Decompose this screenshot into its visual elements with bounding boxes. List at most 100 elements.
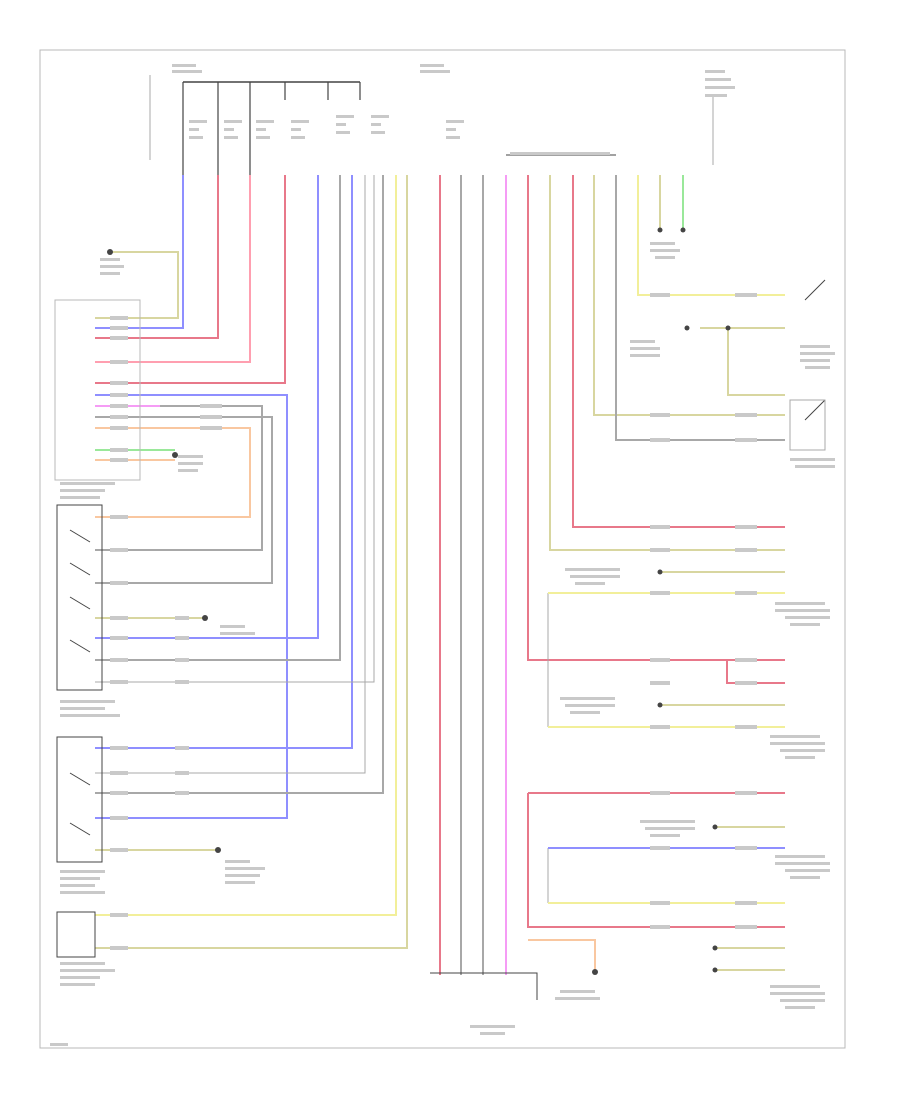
label-text-block xyxy=(178,462,203,465)
wire-grey xyxy=(615,175,785,441)
label-text-block xyxy=(50,1043,68,1046)
splice-dot xyxy=(712,967,718,973)
label-text-block xyxy=(189,128,199,131)
wires xyxy=(95,75,785,1000)
label-text-block xyxy=(371,123,381,126)
label-text-block xyxy=(650,242,675,245)
label-text-block xyxy=(110,946,128,950)
label-text-block xyxy=(790,458,835,461)
label-text-block xyxy=(735,438,757,442)
label-text-block xyxy=(110,515,128,519)
wire-black xyxy=(430,972,538,1000)
splice-dot xyxy=(657,569,663,575)
label-text-block xyxy=(60,496,100,499)
label-text-block xyxy=(172,70,202,73)
label-text-block xyxy=(336,131,350,134)
splice-dot xyxy=(107,249,113,255)
label-text-block xyxy=(785,616,830,619)
label-text-block xyxy=(110,791,128,795)
label-text-block xyxy=(371,115,389,118)
label-text-block xyxy=(371,131,385,134)
label-text-block xyxy=(630,354,660,357)
switch-contact xyxy=(69,529,91,543)
label-text-block xyxy=(735,293,757,297)
label-text-block xyxy=(175,680,189,684)
label-text-block xyxy=(630,340,655,343)
label-text-block xyxy=(800,352,835,355)
label-text-block xyxy=(735,591,757,595)
label-text-block xyxy=(650,293,670,297)
label-text-block xyxy=(110,448,128,452)
label-text-block xyxy=(650,834,680,837)
label-text-block xyxy=(172,64,196,67)
splice-dot xyxy=(712,824,718,830)
label-text-block xyxy=(790,623,820,626)
label-text-block xyxy=(775,855,825,858)
switch-housing xyxy=(789,399,826,451)
label-text-block xyxy=(178,455,203,458)
diagram-border xyxy=(39,49,846,1049)
label-text-block xyxy=(735,548,757,552)
splice-dot xyxy=(215,847,221,853)
switch-box xyxy=(56,736,103,863)
label-text-block xyxy=(780,999,825,1002)
label-text-block xyxy=(189,136,203,139)
label-text-block xyxy=(705,70,725,73)
switch-contact xyxy=(69,822,91,836)
wire-red xyxy=(572,175,785,528)
label-text-block xyxy=(650,548,670,552)
label-text-block xyxy=(60,707,105,710)
label-text-block xyxy=(256,136,270,139)
label-text-block xyxy=(775,609,830,612)
switch-contact xyxy=(69,562,91,576)
label-text-block xyxy=(735,681,757,685)
label-text-block xyxy=(60,891,105,894)
label-text-block xyxy=(225,874,260,877)
label-text-block xyxy=(640,820,695,823)
label-text-block xyxy=(60,884,95,887)
label-text-block xyxy=(705,94,727,97)
label-text-block xyxy=(110,336,128,340)
label-text-block xyxy=(110,616,128,620)
splice-dot xyxy=(172,452,178,458)
label-text-block xyxy=(189,120,207,123)
label-text-block xyxy=(565,568,620,571)
label-text-block xyxy=(650,658,670,662)
wire-red xyxy=(95,175,219,339)
label-text-block xyxy=(785,756,815,759)
label-text-block xyxy=(735,791,757,795)
splice-dot xyxy=(657,227,663,233)
label-text-block xyxy=(110,913,128,917)
switch-contact xyxy=(804,279,826,301)
splice-dot xyxy=(725,325,731,331)
splice-dot xyxy=(712,945,718,951)
label-text-block xyxy=(446,136,460,139)
label-text-block xyxy=(800,359,830,362)
label-text-block xyxy=(175,616,189,620)
label-text-block xyxy=(110,848,128,852)
label-text-block xyxy=(110,581,128,585)
label-text-block xyxy=(805,366,830,369)
label-text-block xyxy=(770,992,825,995)
label-text-block xyxy=(100,265,124,268)
label-text-block xyxy=(100,258,120,261)
label-text-block xyxy=(336,115,354,118)
label-text-block xyxy=(224,128,234,131)
label-text-block xyxy=(650,925,670,929)
label-text-block xyxy=(225,867,265,870)
label-text-block xyxy=(800,345,830,348)
label-text-block xyxy=(735,413,757,417)
label-text-block xyxy=(470,1025,515,1028)
wire-blue xyxy=(95,394,288,819)
label-text-block xyxy=(110,360,128,364)
label-text-block xyxy=(175,771,189,775)
label-text-block xyxy=(110,393,128,397)
label-text-block xyxy=(175,746,189,750)
label-text-block xyxy=(735,525,757,529)
label-text-block xyxy=(110,548,128,552)
label-text-block xyxy=(650,413,670,417)
wire-yellow xyxy=(95,175,397,916)
label-text-block xyxy=(60,969,115,972)
label-text-block xyxy=(735,658,757,662)
label-text-block xyxy=(225,860,250,863)
